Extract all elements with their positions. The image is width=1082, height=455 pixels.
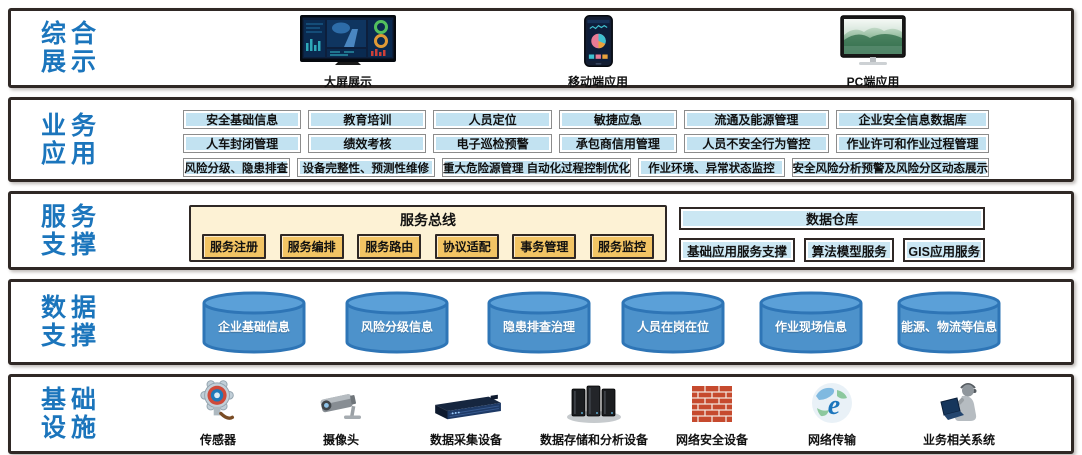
- bus-item: 服务编排: [279, 234, 344, 259]
- business-row-2: 人车封闭管理 绩效考核 电子巡检预警 承包商信用管理 人员不安全行为管控 作业许…: [183, 134, 990, 153]
- warehouse-item: 基础应用服务支撑: [679, 238, 796, 262]
- pc-monitor-icon: [840, 15, 906, 72]
- mobile-phone-icon: [583, 15, 613, 72]
- app-box: 重大危险源管理 自动化过程控制优化: [441, 158, 632, 177]
- sensor-icon: [197, 380, 239, 429]
- data-warehouse-items: 基础应用服务支撑 算法模型服务 GIS应用服务: [679, 238, 985, 262]
- infra-item-label: 摄像头: [322, 433, 359, 447]
- bus-item: 服务监控: [589, 234, 654, 259]
- display-item-label: 大屏展示: [323, 75, 372, 89]
- data-cylinder: 隐患排查治理: [484, 291, 594, 355]
- layer-band-business: 业务应用 安全基础信息 教育培训 人员定位 敏捷应急 流通及能源管理 企业安全信…: [8, 97, 1074, 182]
- app-box: 作业许可和作业过程管理: [835, 134, 990, 153]
- data-cylinder: 能源、物流等信息: [894, 291, 1004, 355]
- infra-item-network: e 网络传输: [808, 380, 856, 448]
- app-box: 设备完整性、预测性维修: [296, 158, 435, 177]
- infra-item-label: 网络传输: [807, 433, 857, 447]
- layer-label-data: 数据支撑: [41, 294, 102, 350]
- service-bus-title: 服务总线: [400, 212, 456, 228]
- cylinder-label: 作业现场信息: [774, 320, 847, 334]
- business-row-3: 风险分级、隐患排查 设备完整性、预测性维修 重大危险源管理 自动化过程控制优化 …: [183, 158, 989, 177]
- rack-server-icon: [429, 394, 503, 429]
- database-cylinder-icon: [759, 291, 863, 354]
- camera-icon: [318, 388, 364, 429]
- infra-item-daq: 数据采集设备: [429, 380, 503, 448]
- app-box: 流通及能源管理: [683, 110, 829, 129]
- firewall-icon: [691, 386, 732, 429]
- layer-band-data: 数据支撑 企业基础信息 风险分级信息 隐患排查治理: [8, 279, 1074, 365]
- app-box: 教育培训: [308, 110, 427, 129]
- infra-item-camera: 摄像头: [318, 380, 364, 448]
- app-box: 人员不安全行为管控: [683, 134, 829, 153]
- database-cylinder-icon: [202, 291, 306, 354]
- database-cylinder-icon: [621, 291, 725, 354]
- data-warehouse-panel: 数据仓库 基础应用服务支撑 算法模型服务 GIS应用服务: [679, 207, 985, 262]
- infra-item-label: 数据采集设备: [429, 433, 502, 447]
- app-box: 风险分级、隐患排查: [183, 158, 290, 177]
- database-cylinder-icon: [897, 291, 1001, 354]
- bus-item: 服务注册: [202, 234, 267, 259]
- data-cylinder: 风险分级信息: [342, 291, 452, 355]
- app-box: 安全基础信息: [183, 110, 302, 129]
- cylinder-label: 能源、物流等信息: [900, 320, 997, 334]
- cylinder-label: 隐患排查治理: [502, 320, 575, 334]
- data-cylinder: 企业基础信息: [199, 291, 309, 355]
- infra-item-label: 业务相关系统: [922, 433, 996, 447]
- bus-item: 服务路由: [357, 234, 422, 259]
- warehouse-item: GIS应用服务: [903, 238, 985, 262]
- app-box: 电子巡检预警: [433, 134, 552, 153]
- dashboard-screen-icon: [300, 15, 396, 72]
- layer-band-infrastructure: 基础设施 传感器: [8, 374, 1074, 454]
- layer-band-service: 服务支撑 服务总线 服务注册 服务编排 服务路由 协议适配 事务管理 服务监控 …: [8, 191, 1074, 270]
- display-item-pc: PC端应用: [840, 15, 906, 90]
- app-box: 人员定位: [433, 110, 552, 129]
- app-box: 作业环境、异常状态监控: [638, 158, 785, 177]
- display-item-bigscreen: 大屏展示: [300, 15, 396, 90]
- infra-item-business-system: 业务相关系统: [923, 380, 995, 448]
- infra-item-label: 传感器: [199, 433, 236, 447]
- layer-label-business: 业务应用: [41, 111, 102, 168]
- operator-laptop-icon: [935, 382, 983, 429]
- bus-item: 事务管理: [512, 234, 577, 259]
- app-box: 企业安全信息数据库: [835, 110, 990, 129]
- app-box: 敏捷应急: [558, 110, 677, 129]
- business-app-grid: 安全基础信息 教育培训 人员定位 敏捷应急 流通及能源管理 企业安全信息数据库 …: [183, 110, 990, 177]
- cylinder-label: 企业基础信息: [217, 320, 290, 334]
- display-item-label: PC端应用: [846, 75, 900, 89]
- layer-band-display: 综合展示: [8, 8, 1074, 90]
- service-bus-items: 服务注册 服务编排 服务路由 协议适配 事务管理 服务监控: [202, 234, 654, 259]
- infra-item-firewall: 网络安全设备: [676, 380, 748, 448]
- cylinder-label: 风险分级信息: [360, 320, 433, 334]
- app-box: 绩效考核: [308, 134, 427, 153]
- infra-item-label: 网络安全设备: [675, 433, 749, 447]
- layer-label-infrastructure: 基础设施: [41, 386, 102, 442]
- app-box: 人车封闭管理: [183, 134, 302, 153]
- data-cylinder: 人员在岗在位: [618, 291, 728, 355]
- database-cylinder-icon: [345, 291, 449, 354]
- infra-item-sensor: 传感器: [197, 380, 239, 448]
- display-item-mobile: 移动端应用: [568, 15, 628, 90]
- app-box: 安全风险分析预警及风险分区动态展示: [791, 158, 989, 177]
- layer-label-service: 服务支撑: [41, 202, 102, 259]
- storage-server-icon: [565, 382, 623, 429]
- cylinder-label: 人员在岗在位: [636, 320, 709, 334]
- business-row-1: 安全基础信息 教育培训 人员定位 敏捷应急 流通及能源管理 企业安全信息数据库: [183, 110, 990, 129]
- data-cylinder: 作业现场信息: [756, 291, 866, 355]
- layer-label-display: 综合展示: [41, 20, 102, 76]
- display-item-label: 移动端应用: [567, 75, 629, 89]
- infra-item-label: 数据存储和分析设备: [539, 433, 649, 447]
- app-box: 承包商信用管理: [558, 134, 677, 153]
- service-bus-panel: 服务总线 服务注册 服务编排 服务路由 协议适配 事务管理 服务监控: [189, 205, 667, 262]
- bus-item: 协议适配: [434, 234, 499, 259]
- data-warehouse-header: 数据仓库: [679, 207, 985, 230]
- warehouse-item: 算法模型服务: [804, 238, 895, 262]
- database-cylinder-icon: [487, 291, 591, 354]
- globe-network-icon: e: [811, 382, 853, 429]
- svg-text:e: e: [828, 390, 840, 421]
- infra-item-storage: 数据存储和分析设备: [540, 380, 648, 448]
